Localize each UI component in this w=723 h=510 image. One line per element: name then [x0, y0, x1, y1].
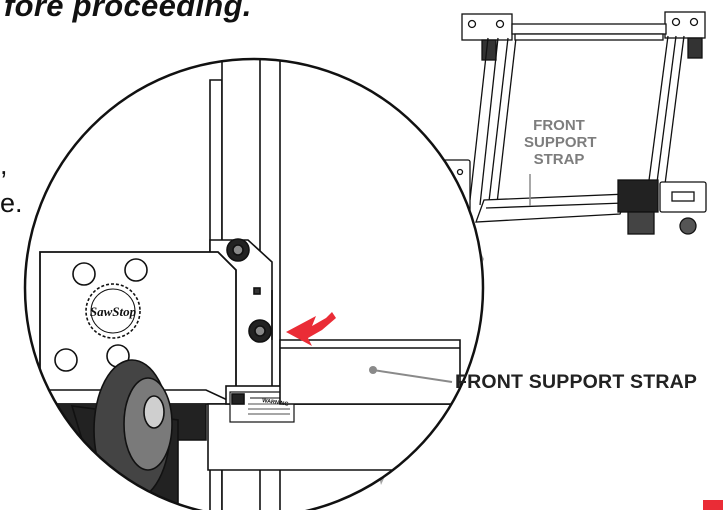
arrow-pointer-icon	[286, 312, 336, 346]
sawstop-logo-icon	[85, 283, 141, 339]
overview-cart-drawing	[425, 11, 707, 242]
overview-callout-label: FRONT SUPPORT STRAP	[524, 117, 597, 168]
callout-leader-line	[372, 369, 453, 383]
corner-accent-tab	[703, 500, 723, 510]
overview-label-line: SUPPORT	[524, 134, 597, 151]
front-support-strap-callout: FRONT SUPPORT STRAP	[455, 371, 698, 393]
warning-label-text: WARNING	[262, 398, 289, 408]
sawstop-logo-text: SawStop	[90, 304, 137, 319]
zoom-circle-outline	[23, 57, 485, 510]
body-text-fragment: e.	[0, 188, 23, 218]
zoomed-detail-drawing	[39, 59, 463, 510]
overview-label-line: STRAP	[533, 151, 585, 168]
page-heading: fore proceeding.	[4, 0, 252, 23]
overview-label-line: FRONT	[533, 117, 585, 134]
body-text-fragment: ,	[0, 150, 8, 180]
